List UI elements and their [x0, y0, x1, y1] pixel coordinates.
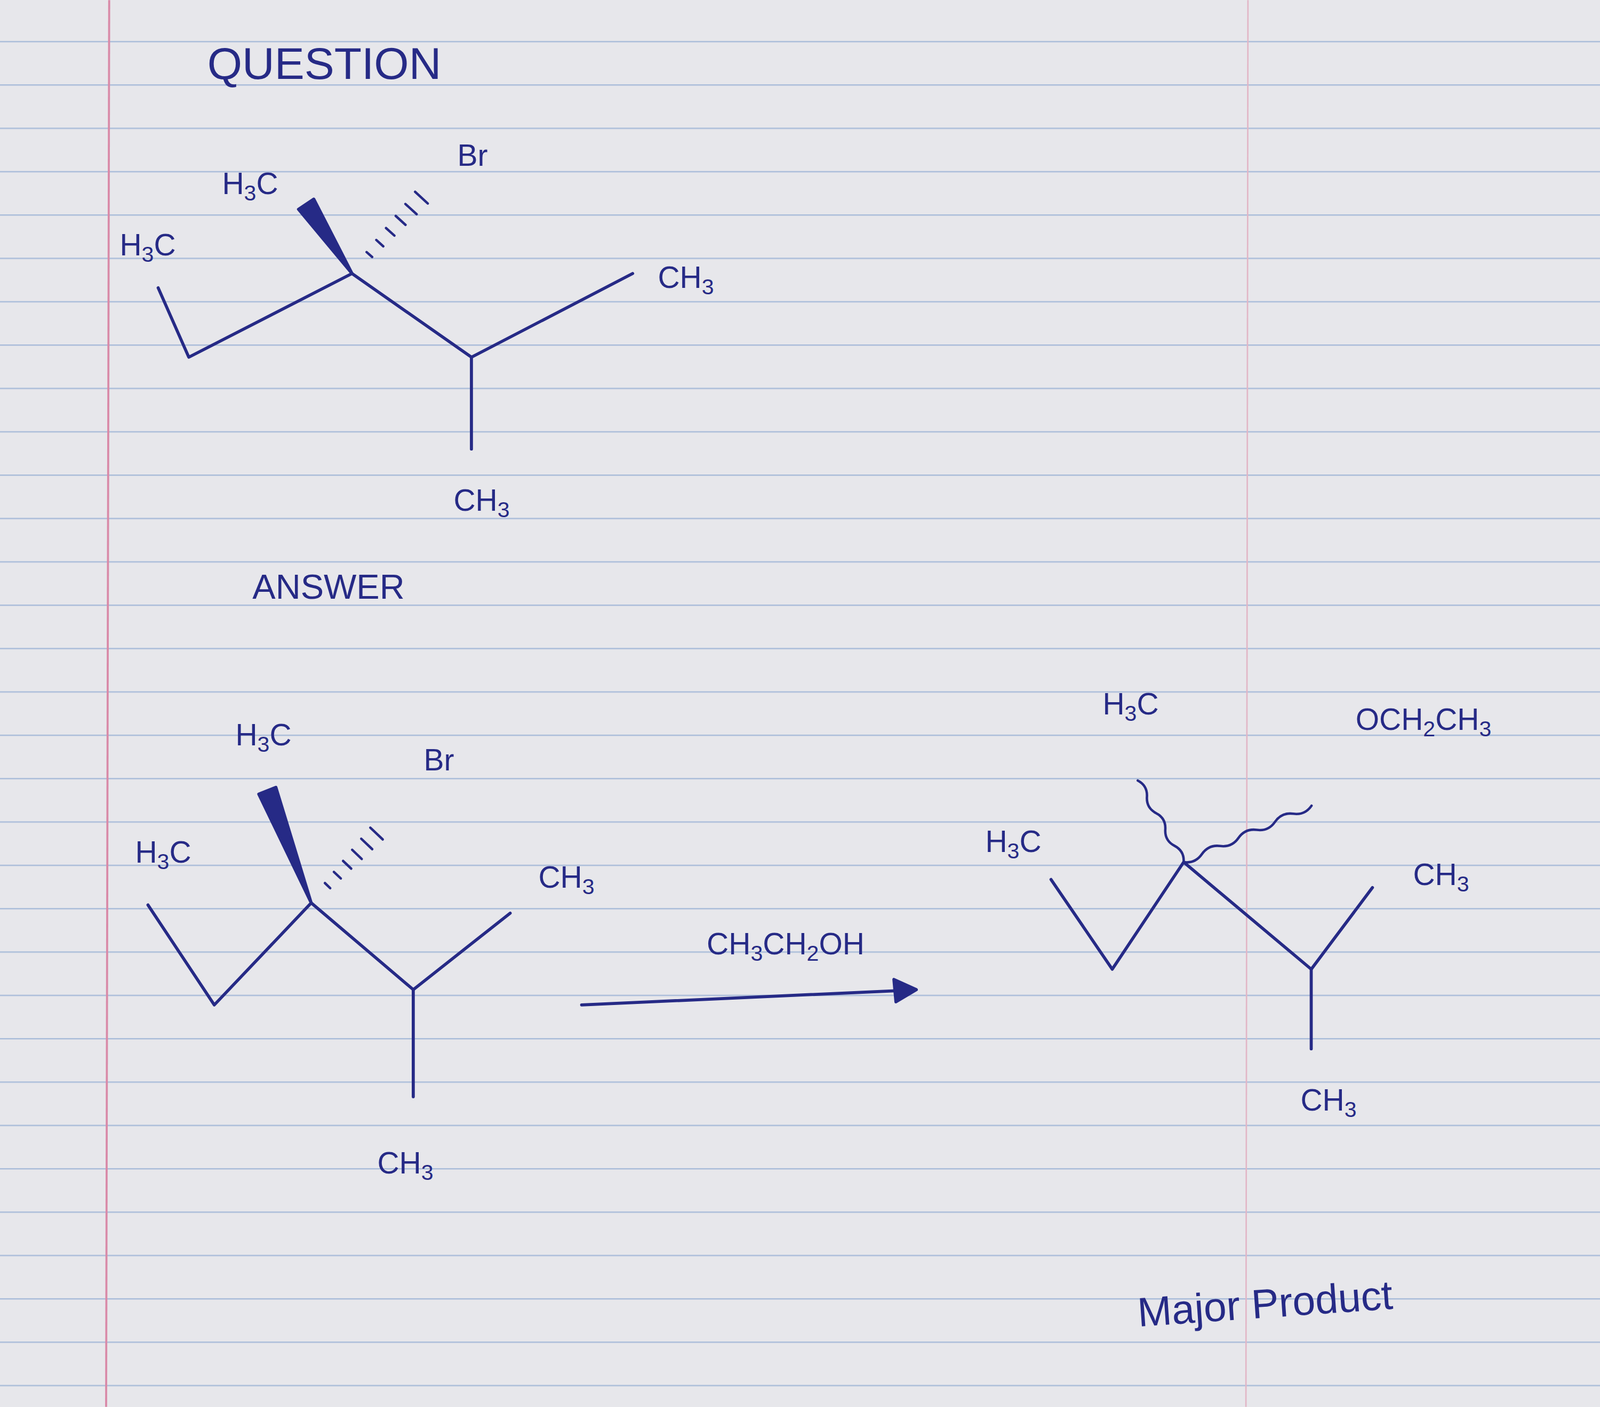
reagent-label: CH3CH2OH — [706, 929, 865, 960]
group-label: H3C — [235, 720, 292, 751]
atom-label: Br — [424, 745, 455, 776]
group-label: CH3 — [1412, 859, 1469, 891]
group-label: H3C — [134, 837, 191, 868]
atom-label: Br — [457, 140, 488, 171]
group-label: H3C — [221, 168, 278, 199]
group-label: H3C — [985, 826, 1042, 858]
group-label: H3C — [1102, 689, 1159, 720]
group-label: H3C — [119, 229, 176, 261]
group-label: CH3 — [453, 485, 510, 516]
group-label: OCH2CH3 — [1355, 704, 1492, 735]
group-label: CH3 — [377, 1148, 434, 1179]
heading: ANSWER — [252, 569, 405, 605]
group-label: CH3 — [538, 862, 595, 893]
group-label: CH3 — [1300, 1085, 1357, 1116]
molecule-drawings — [147, 192, 1373, 1098]
group-label: CH3 — [657, 262, 714, 293]
heading: QUESTION — [207, 41, 442, 86]
